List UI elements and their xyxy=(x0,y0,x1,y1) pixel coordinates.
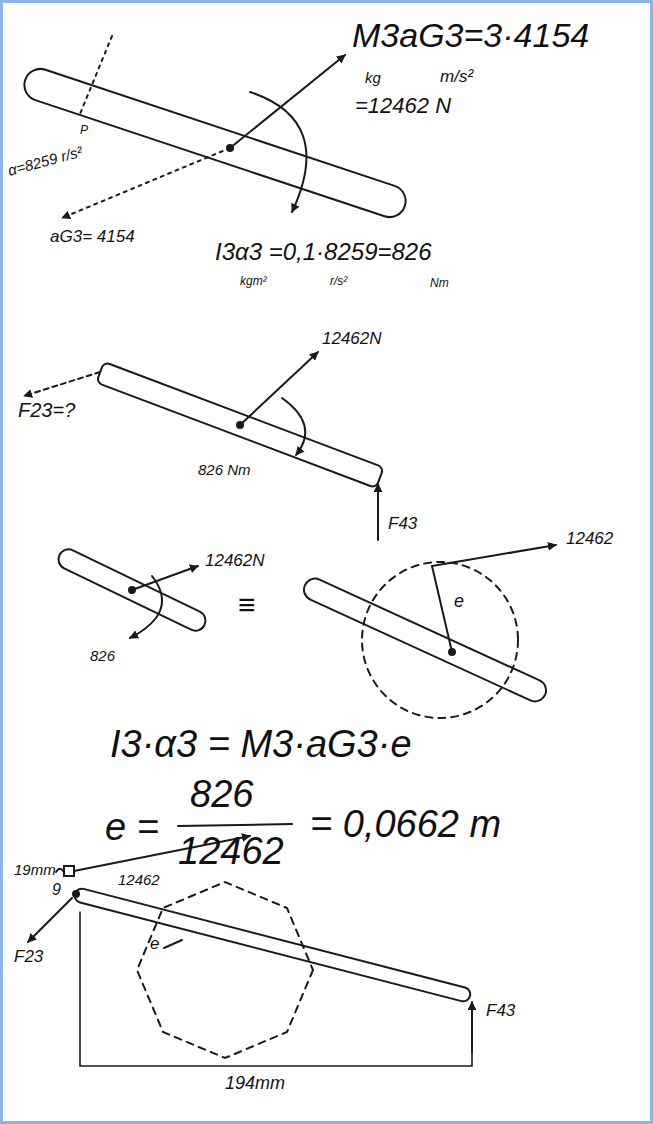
link-body xyxy=(55,546,209,634)
offset-circle xyxy=(362,562,518,718)
inertia-force-arrow xyxy=(230,55,345,148)
offset-line xyxy=(164,940,182,948)
handwritten-label: =12462 N xyxy=(355,95,451,117)
handwritten-label: 826 xyxy=(90,648,115,663)
handwritten-label: ≡ xyxy=(238,590,256,620)
inertia-force-arrow xyxy=(240,352,318,425)
moment-arrow xyxy=(250,92,306,212)
handwritten-label: 12462 xyxy=(566,530,613,547)
handwritten-label: e xyxy=(454,592,464,610)
handwritten-label: F43 xyxy=(486,1002,515,1019)
handwritten-label: = 0,0662 m xyxy=(310,805,501,843)
acceleration-arrow xyxy=(62,148,230,218)
handwritten-label: F23=? xyxy=(18,400,75,420)
handwritten-label: r/s² xyxy=(330,275,347,287)
handwritten-label: kgm² xyxy=(240,275,267,287)
handwritten-label: aG3= 4154 xyxy=(50,228,135,245)
handwritten-label: 12462 xyxy=(118,872,160,887)
handwritten-label: m/s² xyxy=(440,68,473,85)
leader-line xyxy=(56,869,63,872)
handwritten-label: M3aG3=3·4154 xyxy=(352,18,589,52)
handwritten-label: I3·α3 = M3·aG3·e xyxy=(110,725,412,763)
fraction-bar xyxy=(178,824,292,826)
force-point-square xyxy=(64,866,74,876)
handwritten-label: I3α3 =0,1·8259=826 xyxy=(215,240,432,264)
handwritten-label: kg xyxy=(365,70,381,85)
offset-line xyxy=(432,566,452,652)
handwritten-label: Nm xyxy=(430,277,449,289)
force-arrow xyxy=(24,372,100,396)
inertia-force-arrow xyxy=(432,545,556,566)
handwritten-label: 12462 xyxy=(178,832,284,870)
handwritten-label: 9 xyxy=(52,882,61,898)
force-arrow xyxy=(377,484,379,540)
link-body xyxy=(73,887,472,1003)
handwritten-label: P xyxy=(80,124,88,136)
handwritten-label: 826 xyxy=(190,775,253,813)
dotted-line xyxy=(80,36,112,114)
handwritten-label: 19mm xyxy=(14,862,56,877)
handwritten-label: F23 xyxy=(14,948,43,965)
handwritten-label: 194mm xyxy=(225,1074,285,1092)
handwritten-label: e = xyxy=(105,808,159,846)
force-arrow xyxy=(28,898,72,942)
pivot-point xyxy=(73,891,79,897)
handwritten-label: e xyxy=(150,935,159,952)
dimension-line xyxy=(80,912,472,1066)
handwritten-label: 12462N xyxy=(322,330,382,347)
moment-arrow xyxy=(130,576,162,638)
handwritten-label: F43 xyxy=(388,515,417,532)
handwritten-label: 826 Nm xyxy=(198,462,251,477)
inertia-force-arrow xyxy=(132,566,198,590)
handwritten-label: α=8259 r/s² xyxy=(6,144,84,178)
offset-circle xyxy=(137,882,313,1058)
link-body xyxy=(300,575,549,705)
handwritten-label: 12462N xyxy=(205,552,265,569)
moment-arrow xyxy=(282,398,305,455)
